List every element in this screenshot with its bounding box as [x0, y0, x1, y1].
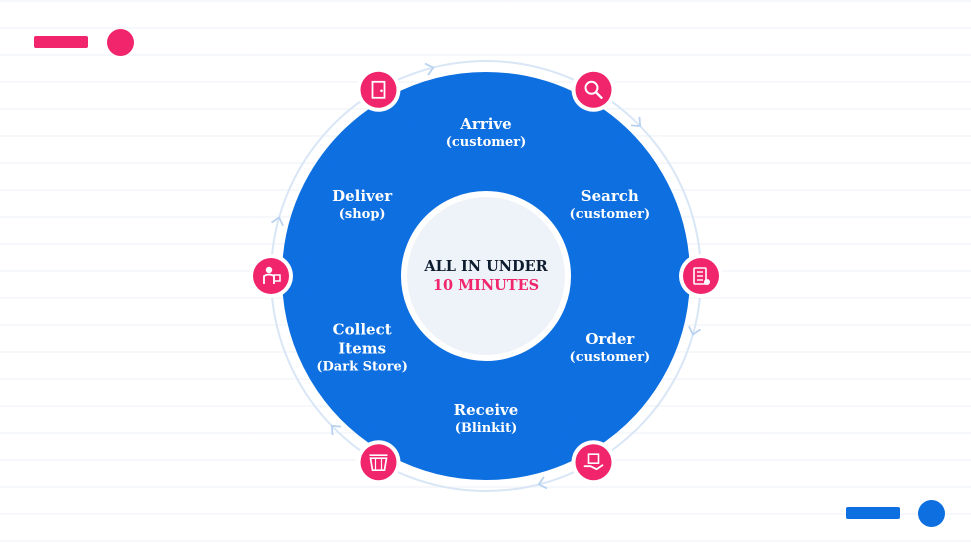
segment-deliver: [282, 101, 448, 280]
segment-title: Search: [580, 186, 639, 205]
ring-arrow: [688, 325, 702, 336]
door-icon: [356, 67, 401, 112]
segment-order: [524, 272, 690, 451]
segment-subtitle: (customer): [569, 349, 651, 365]
segment-label: Arrive (customer): [446, 115, 527, 151]
segment-title: Receive: [453, 401, 519, 419]
ring-arrow: [630, 116, 642, 128]
segment-subtitle: (customer): [569, 206, 651, 222]
decor-bar-top-left: [34, 36, 88, 48]
segment-subtitle: (Dark Store): [316, 359, 408, 374]
segment-title: Order: [585, 329, 635, 348]
basket-icon: [356, 440, 401, 485]
segment-title: Items: [338, 339, 387, 357]
segment-label: Search(customer): [570, 187, 651, 223]
center-label: ALL IN UNDER 10 MINUTES: [424, 257, 547, 295]
decor-dot-bottom-right: [918, 500, 945, 527]
center-circle: [401, 191, 571, 361]
package-hand-icon: [571, 440, 616, 485]
center-line-1: ALL IN UNDER: [424, 258, 548, 275]
segment-label: Deliver(shop): [332, 187, 392, 223]
ring-arrow: [330, 424, 342, 436]
decor-dot-top-left: [107, 29, 134, 56]
ring-arrow: [270, 216, 284, 227]
segment-title: Arrive: [460, 115, 512, 133]
ring-arrow: [537, 476, 548, 490]
segment-subtitle: (shop): [338, 206, 386, 222]
icon-badges: [249, 67, 723, 485]
segment-title: Collect: [332, 320, 392, 338]
segment-search: [524, 101, 690, 280]
segment-label: Receive (Blinkit): [454, 401, 519, 437]
decor-bar-bottom-right: [846, 507, 900, 519]
segment-collect-items: [282, 272, 448, 451]
delivery-person-icon: [249, 254, 293, 298]
segment-subtitle: (Blinkit): [454, 421, 518, 436]
magnifier-icon: [571, 67, 616, 112]
segment-receive: [386, 344, 586, 480]
segment-label: Order(customer): [570, 330, 651, 366]
segment-arrive: [386, 72, 586, 208]
order-checklist-icon: [679, 254, 723, 298]
center-line-2: 10 MINUTES: [432, 277, 540, 294]
segment-title: Deliver: [332, 186, 393, 205]
ring-arrow: [424, 62, 435, 76]
segment-subtitle: (customer): [445, 135, 527, 150]
wheel-segments: [282, 72, 690, 480]
ring-arrows: [270, 62, 702, 490]
